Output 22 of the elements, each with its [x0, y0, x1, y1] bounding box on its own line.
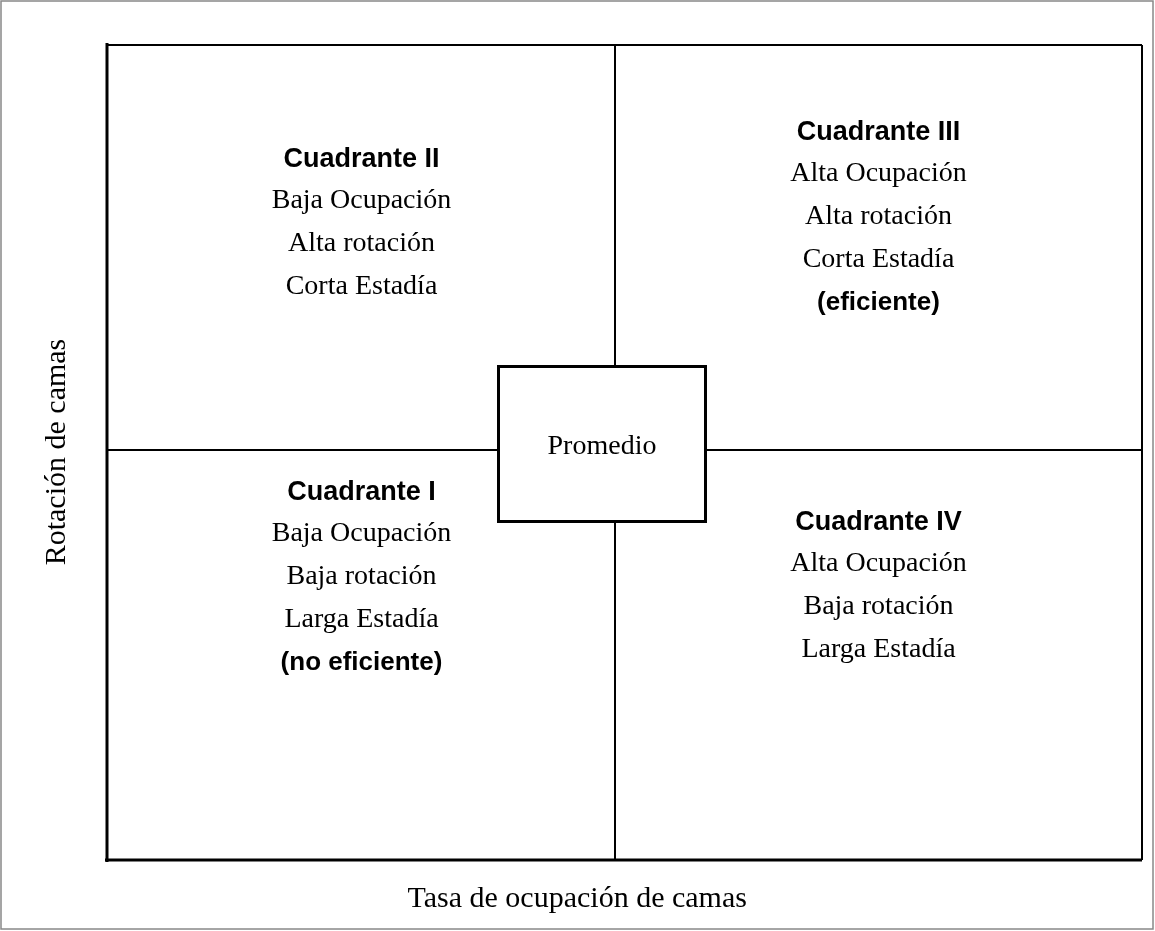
quadrant-text: Baja Ocupación [271, 182, 452, 216]
quadrant-text: Alta rotación [288, 225, 435, 259]
quadrant-text: Baja rotación [803, 588, 954, 622]
quadrant-text: (eficiente) [817, 285, 940, 318]
box-label: Promedio [547, 427, 657, 462]
quadrant-text: (no eficiente) [280, 645, 443, 678]
quadrant-heading: Cuadrante IV [795, 505, 962, 538]
quadrant-text: Alta Ocupación [790, 545, 967, 579]
quadrant-text: Larga Estadía [284, 601, 439, 635]
average-box [497, 365, 707, 523]
quadrant-heading: Cuadrante II [283, 142, 440, 175]
quadrant-text: Larga Estadía [801, 631, 956, 665]
y-axis-label: Rotación de camas [37, 338, 72, 566]
x-axis-label: Tasa de ocupación de camas [407, 880, 747, 914]
quadrant-text: Corta Estadía [802, 241, 955, 275]
quadrant-text: Alta rotación [805, 198, 952, 232]
quadrant-heading: Cuadrante III [796, 115, 961, 148]
quadrant-text: Baja Ocupación [271, 515, 452, 549]
quadrant-text: Corta Estadía [285, 268, 438, 302]
quadrant-heading: Cuadrante I [287, 475, 436, 508]
quadrant-text: Alta Ocupación [790, 155, 967, 189]
quadrant-text: Baja rotación [286, 558, 437, 592]
